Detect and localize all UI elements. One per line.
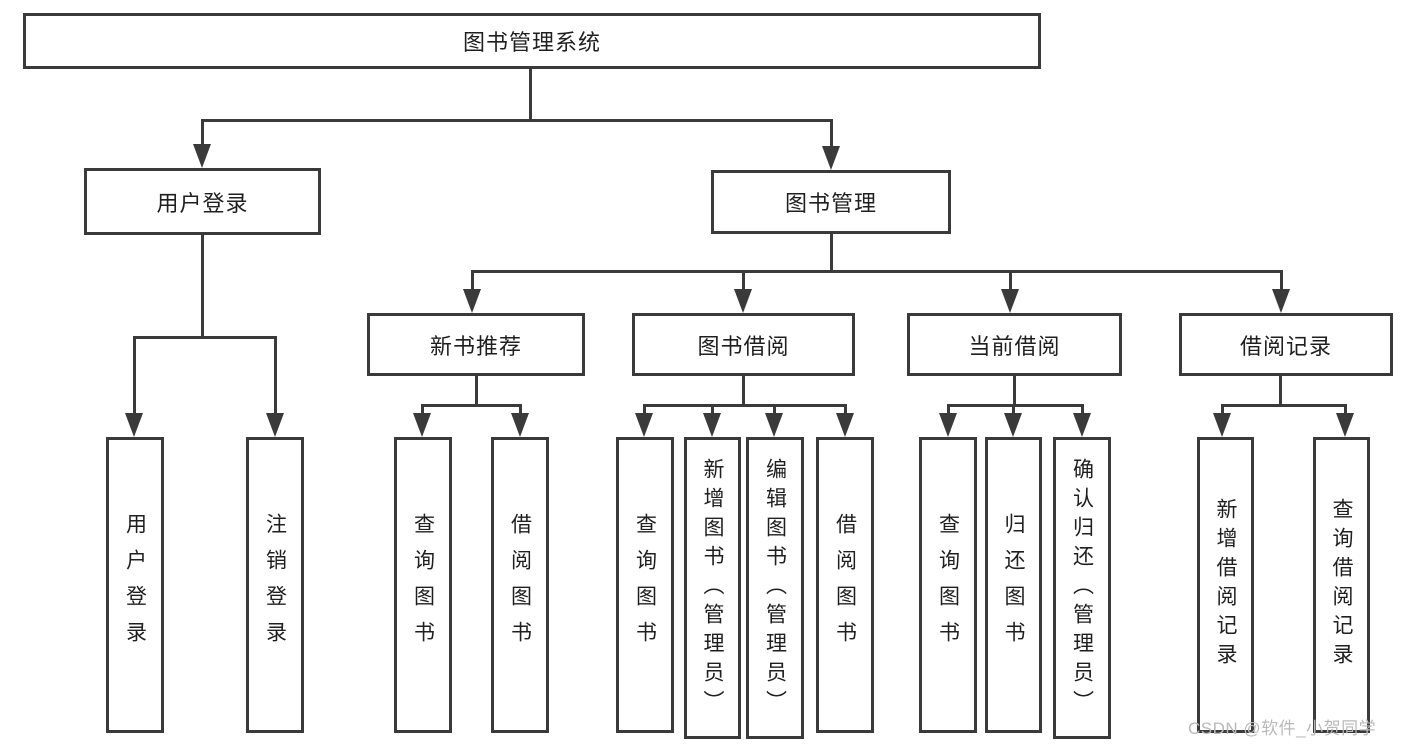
- leaf-query-borrow-record: 查询借阅记录: [1313, 437, 1370, 733]
- connector-current-borrow-split: [946, 403, 1084, 407]
- node-book-management: 图书管理: [711, 170, 951, 234]
- arrowhead-book-mgmt: [822, 146, 840, 170]
- csdn-watermark: CSDN @软件_小贺同学: [1188, 719, 1377, 738]
- connector-leaf-add-book: [710, 405, 714, 413]
- connector-leaf-borrow-books-1: [518, 405, 522, 413]
- arrowhead-leaf-query-books-1: [413, 413, 431, 437]
- connector-leaf-query-books-1: [420, 405, 424, 413]
- connector-book-mgmt-stub: [829, 233, 833, 271]
- arrowhead-leaf-query-books-3: [939, 413, 957, 437]
- arrowhead-leaf-return-book: [1004, 413, 1022, 437]
- arrowhead-new-books: [463, 289, 481, 313]
- connector-to-new-books: [470, 272, 474, 291]
- arrowhead-leaf-borrow-books-2: [836, 413, 854, 437]
- connector-leaf-edit-book: [772, 405, 776, 413]
- leaf-user-login: 用户登录: [106, 437, 164, 733]
- node-root-library-system: 图书管理系统: [23, 13, 1041, 69]
- connector-leaf-query-books-2: [642, 405, 646, 413]
- connector-borrow-records-stub: [1279, 376, 1282, 406]
- connector-new-books-split: [420, 403, 522, 407]
- connector-root-split: [200, 118, 833, 122]
- connector-current-borrow-stub: [1012, 376, 1016, 406]
- arrowhead-current-borrow: [1001, 289, 1019, 313]
- arrowhead-leaf-borrow-books-1: [511, 413, 529, 437]
- arrowhead-leaf-confirm-return: [1073, 413, 1091, 437]
- leaf-borrow-books-borrowing: 借阅图书: [816, 437, 874, 733]
- connector-leaf-borrow-books-2: [843, 405, 847, 413]
- connector-root-stub: [528, 68, 532, 120]
- connector-user-login-split: [132, 335, 277, 339]
- leaf-borrow-books-newbooks: 借阅图书: [491, 437, 549, 733]
- connector-to-current-borrow: [1008, 272, 1012, 291]
- connector-book-borrow-stub: [741, 376, 745, 406]
- connector-book-mgmt-split: [470, 269, 1283, 273]
- leaf-confirm-return-admin: 确认归还（管理员）: [1053, 437, 1111, 739]
- node-new-book-recommend: 新书推荐: [367, 313, 585, 376]
- arrowhead-leaf-add-record: [1213, 413, 1231, 437]
- connector-to-borrow-records: [1279, 272, 1283, 291]
- arrowhead-user-login: [193, 144, 211, 168]
- arrowhead-borrow-records: [1272, 289, 1290, 313]
- connector-leaf-return-book: [1011, 405, 1015, 413]
- leaf-logout: 注销登录: [246, 437, 304, 733]
- node-book-borrowing: 图书借阅: [632, 313, 855, 376]
- connector-leaf-confirm-return: [1080, 405, 1084, 413]
- arrowhead-leaf-edit-book: [765, 413, 783, 437]
- node-current-borrowing: 当前借阅: [907, 313, 1122, 376]
- connector-leaf-add-record: [1220, 405, 1224, 413]
- connector-book-borrow-split: [642, 403, 847, 407]
- arrowhead-book-borrow: [734, 289, 752, 313]
- connector-user-login-stub: [200, 234, 204, 337]
- connector-to-user-login: [200, 120, 204, 146]
- arrowhead-leaf-query-books-2: [635, 413, 653, 437]
- arrowhead-leaf-query-record: [1336, 413, 1354, 437]
- leaf-edit-book-admin: 编辑图书（管理员）: [746, 437, 804, 739]
- leaf-add-borrow-record: 新增借阅记录: [1197, 437, 1254, 733]
- leaf-add-book-admin: 新增图书（管理员）: [684, 437, 741, 739]
- node-borrowing-records: 借阅记录: [1179, 313, 1393, 376]
- leaf-query-books-current: 查询图书: [919, 437, 977, 733]
- connector-to-logout-leaf: [273, 337, 277, 413]
- connector-leaf-query-books-3: [946, 405, 950, 413]
- connector-leaf-query-record: [1343, 405, 1347, 413]
- leaf-query-books-borrowing: 查询图书: [616, 437, 674, 733]
- connector-to-book-mgmt: [829, 120, 833, 148]
- leaf-query-books-newbooks: 查询图书: [394, 437, 452, 733]
- arrowhead-leaf-add-book: [703, 413, 721, 437]
- arrowhead-login-leaf: [125, 413, 143, 437]
- connector-borrow-records-split: [1220, 403, 1347, 407]
- connector-to-login-leaf: [132, 337, 136, 413]
- connector-to-book-borrow: [741, 272, 745, 291]
- leaf-return-book: 归还图书: [985, 437, 1042, 733]
- node-user-login: 用户登录: [84, 168, 321, 235]
- connector-new-books-stub: [474, 376, 478, 406]
- arrowhead-logout-leaf: [266, 413, 284, 437]
